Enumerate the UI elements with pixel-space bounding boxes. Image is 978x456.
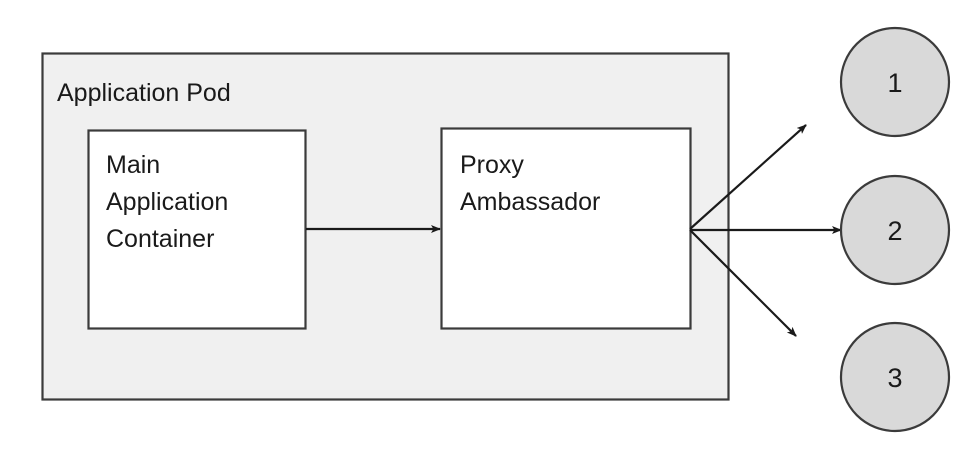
endpoint-circle-2-label: 2 bbox=[887, 216, 902, 246]
main-application-container-line-1: Main bbox=[106, 151, 160, 179]
connector-proxy-to-endpoint-1[interactable] bbox=[689, 124, 807, 230]
endpoint-circle-2[interactable] bbox=[839, 174, 951, 286]
endpoint-circle-3-label: 3 bbox=[887, 363, 902, 393]
main-application-container-line-3: Container bbox=[106, 225, 214, 253]
proxy-ambassador-line-1: Proxy bbox=[460, 151, 524, 179]
endpoint-circle-1-label: 1 bbox=[887, 68, 902, 98]
application-pod-label: Application Pod bbox=[57, 79, 231, 107]
connector-proxy-to-endpoint-3[interactable] bbox=[689, 229, 797, 337]
main-application-container-line-2: Application bbox=[106, 188, 228, 216]
endpoint-circle-1[interactable] bbox=[839, 26, 951, 138]
endpoint-circle-3[interactable] bbox=[839, 321, 951, 433]
proxy-ambassador-container-box[interactable] bbox=[440, 127, 692, 330]
proxy-ambassador-line-2: Ambassador bbox=[460, 188, 600, 216]
main-application-container-box[interactable] bbox=[87, 129, 307, 330]
